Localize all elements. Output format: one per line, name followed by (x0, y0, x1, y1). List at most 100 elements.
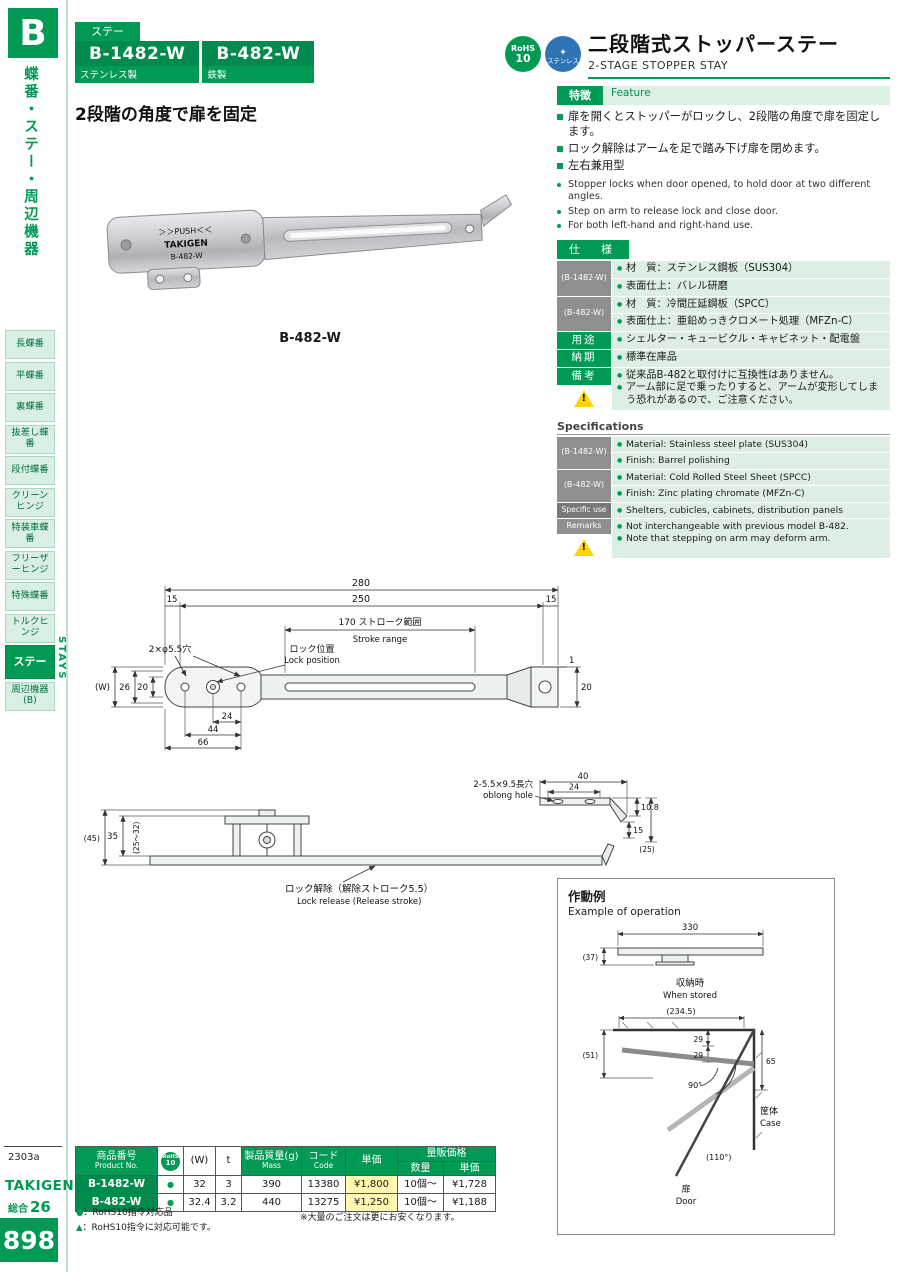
spec-cell: Not interchangeable with previous model … (612, 519, 890, 559)
spec-cell: Shelters, cubicles, cabinets, distributi… (612, 502, 890, 519)
th-qty: 数量 (397, 1160, 444, 1176)
photo-stamp-brand: TAKIGEN (164, 239, 208, 251)
label-case-en: Case (760, 1119, 781, 1129)
photo-stamp-model: B-482-W (170, 251, 203, 262)
operation-title-jp: 作動例 (568, 889, 606, 904)
caption-stored-en: When stored (663, 991, 717, 1001)
dim-66: 66 (198, 738, 209, 748)
stay-photo-body: ＞＞PUSH＜＜ TAKIGEN B-482-W (106, 194, 513, 290)
feature-item-jp: ロック解除はアームを足で踏み下げ扉を閉めます。 (557, 142, 890, 157)
spec-en-label-use: Specific use (557, 502, 611, 519)
label-lock-release-jp: ロック解除（解除ストローク5.5） (285, 883, 433, 895)
side-drawing: 35 (45) (25～32) ロック解除（解除ストローク5.5） Lock r… (84, 772, 659, 907)
spec-label-b1482: (B-1482-W) (557, 261, 611, 296)
dim-37: (37) (583, 953, 598, 962)
cell-code: 13380 (301, 1175, 346, 1194)
dimension-lines (102, 779, 654, 883)
rohs-badge-text: RoHS (510, 43, 536, 53)
dim-1: 1 (569, 656, 574, 666)
stainless-badge-text: ステンレス (547, 58, 579, 66)
warning-icon (574, 539, 594, 557)
sidebar-item-flat-hinge[interactable]: 平蝶番 (5, 361, 55, 391)
spec-en-label-b1482: (B-1482-W) (557, 436, 611, 469)
spec-title-jp-text: 仕 様 (557, 240, 629, 260)
open-diagram: 29 29 (234.5) (51) 65 90° 筐体 Case (110°)… (583, 1007, 781, 1207)
spec-label-remarks: 備考 (557, 367, 611, 386)
feature-item-en: For both left-hand and right-hand use. (557, 220, 890, 233)
spec-cell: Finish: Barrel polishing (612, 453, 890, 469)
cell-qty: 10個～ (397, 1193, 444, 1212)
dim-234-5: (234.5) (666, 1007, 695, 1016)
operation-box: 作動例 Example of operation (557, 878, 835, 1235)
case-outline (613, 1028, 756, 1150)
table-row: B-482-W ● 32.4 3.2 440 13275 ¥1,250 10個～… (75, 1193, 496, 1212)
feature-header: 特徴 Feature (557, 86, 890, 105)
section-tag: ステー (75, 22, 140, 41)
dim-24: 24 (569, 783, 579, 792)
sidebar-category-list: 長蝶番 平蝶番 裏蝶番 抜差し蝶番 段付蝶番 クリーンヒンジ 特装車蝶番 フリー… (5, 330, 55, 711)
dim-w: (W) (95, 683, 110, 693)
dim-15-right: 15 (546, 595, 557, 605)
spec-cell: 表面仕上：亜鉛めっきクロメート処理（MFZn-C） (612, 314, 890, 332)
label-lock-position-en: Lock position (284, 656, 340, 666)
label-door-jp: 扉 (681, 1183, 690, 1195)
legend-rohs-available: ：RoHS10指令に対応可能です。 (82, 1222, 216, 1233)
feature-list-jp: 扉を開くとストッパーがロックし、2段階の角度で扉を固定します。 ロック解除はアー… (557, 110, 890, 174)
dim-65: 65 (766, 1057, 776, 1066)
sidebar-item-stay[interactable]: ステー (5, 645, 55, 679)
legend-rohs-compliant: ：RoHS10指令対応品 (83, 1208, 173, 1218)
sidebar-item-special-vehicle-hinge[interactable]: 特装車蝶番 (5, 519, 55, 548)
product-photo: ＞＞PUSH＜＜ TAKIGEN B-482-W (106, 194, 513, 290)
photo-caption: B-482-W (279, 331, 341, 346)
feature-item-en: Step on arm to release lock and close do… (557, 206, 890, 219)
model-header: B-1482-W ステンレス製 B-482-W 鉄製 (75, 41, 315, 83)
spec-en-label-b482: (B-482-W) (557, 469, 611, 502)
dim-250: 250 (352, 594, 370, 605)
sidebar-item-special-hinge[interactable]: 特殊蝶番 (5, 582, 55, 611)
label-lock-position-jp: ロック位置 (289, 643, 334, 655)
dim-29a: 29 (693, 1035, 703, 1044)
sparkle-icon (559, 42, 567, 58)
sidebar-item-back-hinge[interactable]: 裏蝶番 (5, 393, 55, 422)
section-letter: B (8, 8, 58, 58)
label-case-jp: 筐体 (760, 1105, 778, 1117)
dim-20-left: 20 (137, 683, 148, 693)
spec-label-use: 用途 (557, 332, 611, 349)
spec-cell: シェルター・キュービクル・キャビネット・配電盤 (612, 332, 890, 349)
dim-10-8: 10.8 (641, 803, 659, 812)
spec-en-label-remarks: Remarks (557, 519, 611, 535)
dim-29b: 29 (693, 1051, 703, 1060)
rohs-badge-number: 10 (515, 51, 531, 65)
sidebar-item-freezer-hinge[interactable]: フリーザーヒンジ (5, 550, 55, 580)
bulk-order-note: ※大量のご注文は更にお安くなります。 (300, 1213, 460, 1223)
photo-stamp-push: ＞＞PUSH＜＜ (158, 225, 212, 237)
extension-lines (101, 780, 657, 866)
sidebar-footer-rule (4, 1146, 62, 1147)
sidebar-item-long-hinge[interactable]: 長蝶番 (5, 330, 55, 359)
sidebar-divider (66, 0, 68, 1272)
cell-vprice: ¥1,188 (443, 1193, 496, 1212)
page-title-en: 2-STAGE STOPPER STAY (588, 59, 729, 72)
label-door-en: Door (676, 1197, 697, 1207)
dim-25: (25) (639, 845, 654, 854)
th-vprice: 単価 (443, 1160, 496, 1176)
sidebar-item-clean-hinge[interactable]: クリーンヒンジ (5, 487, 55, 517)
th-product-no: 商品番号 Product No. (75, 1146, 158, 1176)
dim-51: (51) (583, 1051, 598, 1060)
page-title-block: 二段階式ストッパーステー 2-STAGE STOPPER STAY (588, 28, 890, 79)
spec-cell: Material: Cold Rolled Steel Sheet (SPCC) (612, 469, 890, 486)
dim-overall-280: 280 (352, 578, 370, 589)
dim-20-right: 20 (581, 683, 592, 693)
sidebar-item-torque-hinge[interactable]: トルクヒンジ (5, 613, 55, 643)
door-line (674, 1029, 756, 1177)
stay-position-1 (621, 1047, 755, 1067)
sidebar-item-peripheral[interactable]: 周辺機器(B) (5, 681, 55, 711)
dimension-lines (112, 587, 580, 751)
sidebar-item-stepped-hinge[interactable]: 段付蝶番 (5, 456, 55, 485)
cell-product-no: B-1482-W (75, 1175, 158, 1194)
dim-25-32: (25～32) (132, 821, 141, 854)
sidebar-item-slip-joint-hinge[interactable]: 抜差し蝶番 (5, 424, 55, 454)
cell-qty: 10個～ (397, 1175, 444, 1194)
stay-side-outline (149, 796, 628, 867)
spec-cell: 従来品B-482と取付けに互換性はありません。 アーム部に足で乗ったりすると、ア… (612, 367, 890, 410)
